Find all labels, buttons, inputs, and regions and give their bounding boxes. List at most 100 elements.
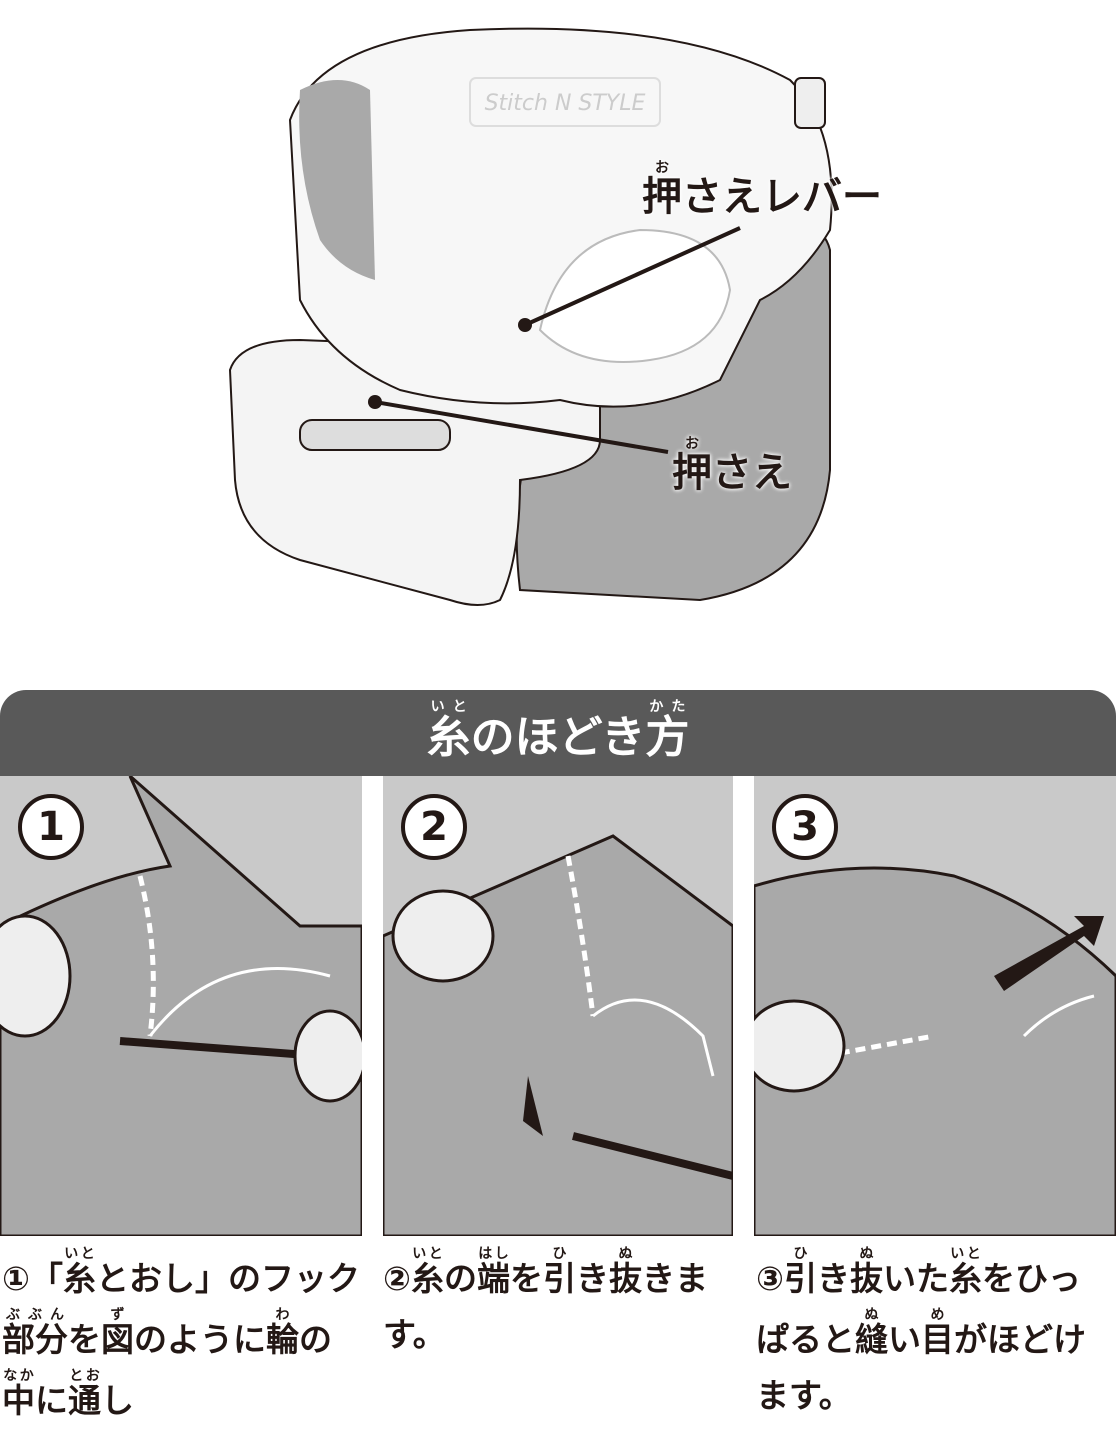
ruby-word: 抜ぬ [609,1246,642,1298]
instruction-line: ぱると縫ぬい目めがほどけ [756,1307,1086,1368]
ruby-word: 方かた [645,699,690,763]
ruby-word: 端はし [476,1246,510,1298]
pull-thread-drawing [383,834,733,1236]
ruby-word: 部分ぶぶん [2,1307,68,1359]
step-number-badge: 2 [401,794,467,860]
ruby-base: 部分 [2,1320,68,1359]
ruby-word: 糸いと [948,1246,982,1298]
ruby-word: 目め [921,1307,954,1359]
ruby-base: 糸 [948,1259,982,1298]
text-run: き [816,1259,850,1298]
furigana: かた [645,699,690,715]
sewing-machine-illustration: Stitch N STYLE [228,27,833,606]
text-run: の [299,1320,332,1359]
furigana: ぬ [855,1307,888,1323]
ruby-base: 通 [68,1381,101,1420]
section-title: 糸いとのほどき方かた [0,690,1116,760]
furigana: ず [101,1307,134,1323]
foot-point [368,395,382,409]
step-1-instructions: ①「糸いととおし」のフック部分ぶぶんを図ずのように輪わの中なかに通とおし [2,1246,360,1429]
ruby-word: 縫ぬ [855,1307,888,1359]
lever-leader-line [524,226,741,327]
text-run: を [68,1320,101,1359]
furigana: いと [62,1246,96,1262]
ruby-base: 抜 [849,1259,883,1298]
furigana: め [921,1307,954,1323]
ruby-base: 中 [2,1381,35,1420]
ruby-word: 抜ぬ [849,1246,883,1298]
ruby-word: 押お [672,436,712,496]
logo-plate [469,77,661,127]
ruby-word: 輪わ [266,1307,299,1359]
bobbin-slot [299,419,451,451]
step-number-badge: 1 [18,794,84,860]
ruby-word: 通とお [68,1368,101,1420]
furigana: とお [68,1368,101,1384]
ruby-base: 輪 [266,1320,299,1359]
foot-leader-line [374,400,669,454]
ruby-base: 押 [672,450,712,496]
ruby-word: 引ひ [542,1246,576,1298]
text-run: に [35,1381,68,1420]
ruby-base: 縫 [855,1320,888,1359]
ruby-base: 引 [783,1259,817,1298]
presser-foot-label: 押おさえ [672,436,792,493]
ruby-base: 図 [101,1320,134,1359]
text-run: をひっ [981,1259,1081,1298]
furigana: なか [2,1368,35,1384]
furigana: わ [266,1307,299,1323]
step-1-illustration: 1 [0,776,362,1236]
text-run: さえ [712,450,792,496]
presser-lever-label: 押おさえレバー [642,160,882,217]
ruby-word: 押お [642,160,682,220]
ruby-word: 糸いと [63,1246,96,1298]
text-run: のほどき [470,712,646,763]
furigana: いと [426,699,471,715]
text-run: ます。 [756,1376,852,1415]
unravel-stitch-drawing [754,866,1116,1236]
instruction-line: 部分ぶぶんを図ずのように輪わの [2,1307,360,1368]
ruby-base: 端 [476,1259,510,1298]
ruby-word: 糸いと [411,1246,444,1298]
machine-arm-opening [538,228,732,363]
furigana: いと [948,1246,982,1262]
instruction-line: ③引ひき抜ぬいた糸いとをひっ [756,1246,1086,1307]
text-run: いた [882,1259,949,1298]
text-run: す。 [383,1315,446,1354]
furigana: はし [476,1246,510,1262]
ruby-base: 押 [642,174,682,220]
text-run: のように [134,1320,266,1359]
furigana: いと [410,1246,444,1262]
side-panel [299,80,375,280]
furigana: ぬ [849,1246,883,1262]
instruction-line: ②糸いとの端はしを引ひき抜ぬきま [383,1246,708,1307]
instruction-line: ます。 [756,1368,1086,1424]
step-2-illustration: 2 [383,776,733,1236]
ruby-base: 糸 [426,712,471,763]
ruby-base: 引 [542,1259,576,1298]
text-run: し [101,1381,134,1420]
lever-point [518,318,532,332]
text-run: き [575,1259,609,1298]
furigana: ぬ [608,1246,642,1262]
ruby-word: 糸いと [426,699,471,763]
text-run: とおし」のフック [95,1259,360,1298]
ruby-word: 引ひ [783,1246,817,1298]
furigana: ひ [542,1246,576,1262]
handwheel [794,77,826,129]
text-run: を [509,1259,543,1298]
ruby-base: 方 [645,712,690,763]
instruction-line: 中なかに通とおし [2,1368,360,1429]
section-header: 糸いとのほどき方かた [0,690,1116,776]
furigana: お [642,160,682,176]
step-3-illustration: 3 [754,776,1116,1236]
ruby-word: 図ず [101,1307,134,1359]
text-run: がほどけ [954,1320,1086,1359]
text-run: い [888,1320,921,1359]
step-2-instructions: ②糸いとの端はしを引ひき抜ぬきます。 [383,1246,708,1363]
text-run: の [443,1259,477,1298]
hook-threading-drawing [0,776,362,1236]
instruction-line: す。 [383,1307,708,1363]
furigana: ひ [783,1246,817,1262]
text-run: ② [383,1259,411,1298]
